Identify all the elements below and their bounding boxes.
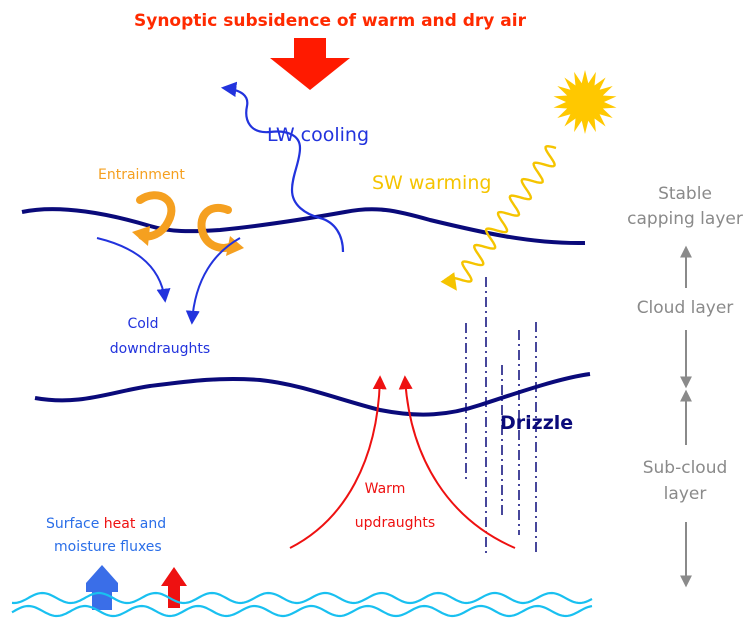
cloud-base-line (34, 372, 591, 417)
moisture-flux-arrow-icon (86, 565, 118, 610)
sun-icon (553, 70, 617, 134)
drizzle-lines (465, 277, 537, 555)
cold-downdraught-left-arrow (96, 237, 171, 303)
warm-label-line1: Warm (365, 481, 406, 497)
subsidence-arrow-icon (270, 38, 350, 90)
surface-word: Surface (46, 516, 104, 532)
warm-label-line2: updraughts (355, 515, 435, 531)
subcloud-layer-label-line2: layer (664, 484, 707, 504)
stable-layer-label-line2: capping layer (627, 209, 743, 229)
diagram-title: Synoptic subsidence of warm and dry air (134, 11, 527, 31)
cold-label-line1: Cold (127, 316, 158, 332)
surface-fluxes-line2: moisture fluxes (54, 539, 162, 555)
cold-downdraught-right-arrow (185, 237, 241, 325)
ocean-waves (11, 591, 593, 618)
subcloud-layer-label-line1: Sub-cloud (643, 458, 728, 478)
warm-updraught-right-arrow (398, 375, 516, 549)
and-word: and (135, 516, 166, 532)
heat-word: heat (104, 516, 136, 532)
entrainment-right-icon (197, 204, 244, 256)
entrainment-label: Entrainment (98, 167, 185, 183)
drizzle-label: Drizzle (500, 412, 573, 434)
cloud-top-line (21, 207, 586, 246)
sw-warming-arrow (440, 144, 557, 291)
cold-label-line2: downdraughts (110, 341, 210, 357)
lw-cooling-label: LW cooling (267, 124, 369, 146)
warm-updraught-left-arrow (289, 375, 387, 549)
heat-flux-arrow-icon (161, 567, 187, 608)
cloud-layer-label: Cloud layer (637, 298, 734, 318)
sw-warming-label: SW warming (372, 172, 491, 194)
stable-layer-label-line1: Stable (658, 184, 712, 204)
lw-cooling-arrow (220, 81, 345, 253)
entrainment-left-icon (132, 191, 176, 246)
surface-fluxes-line1: Surface heat and (46, 516, 166, 532)
